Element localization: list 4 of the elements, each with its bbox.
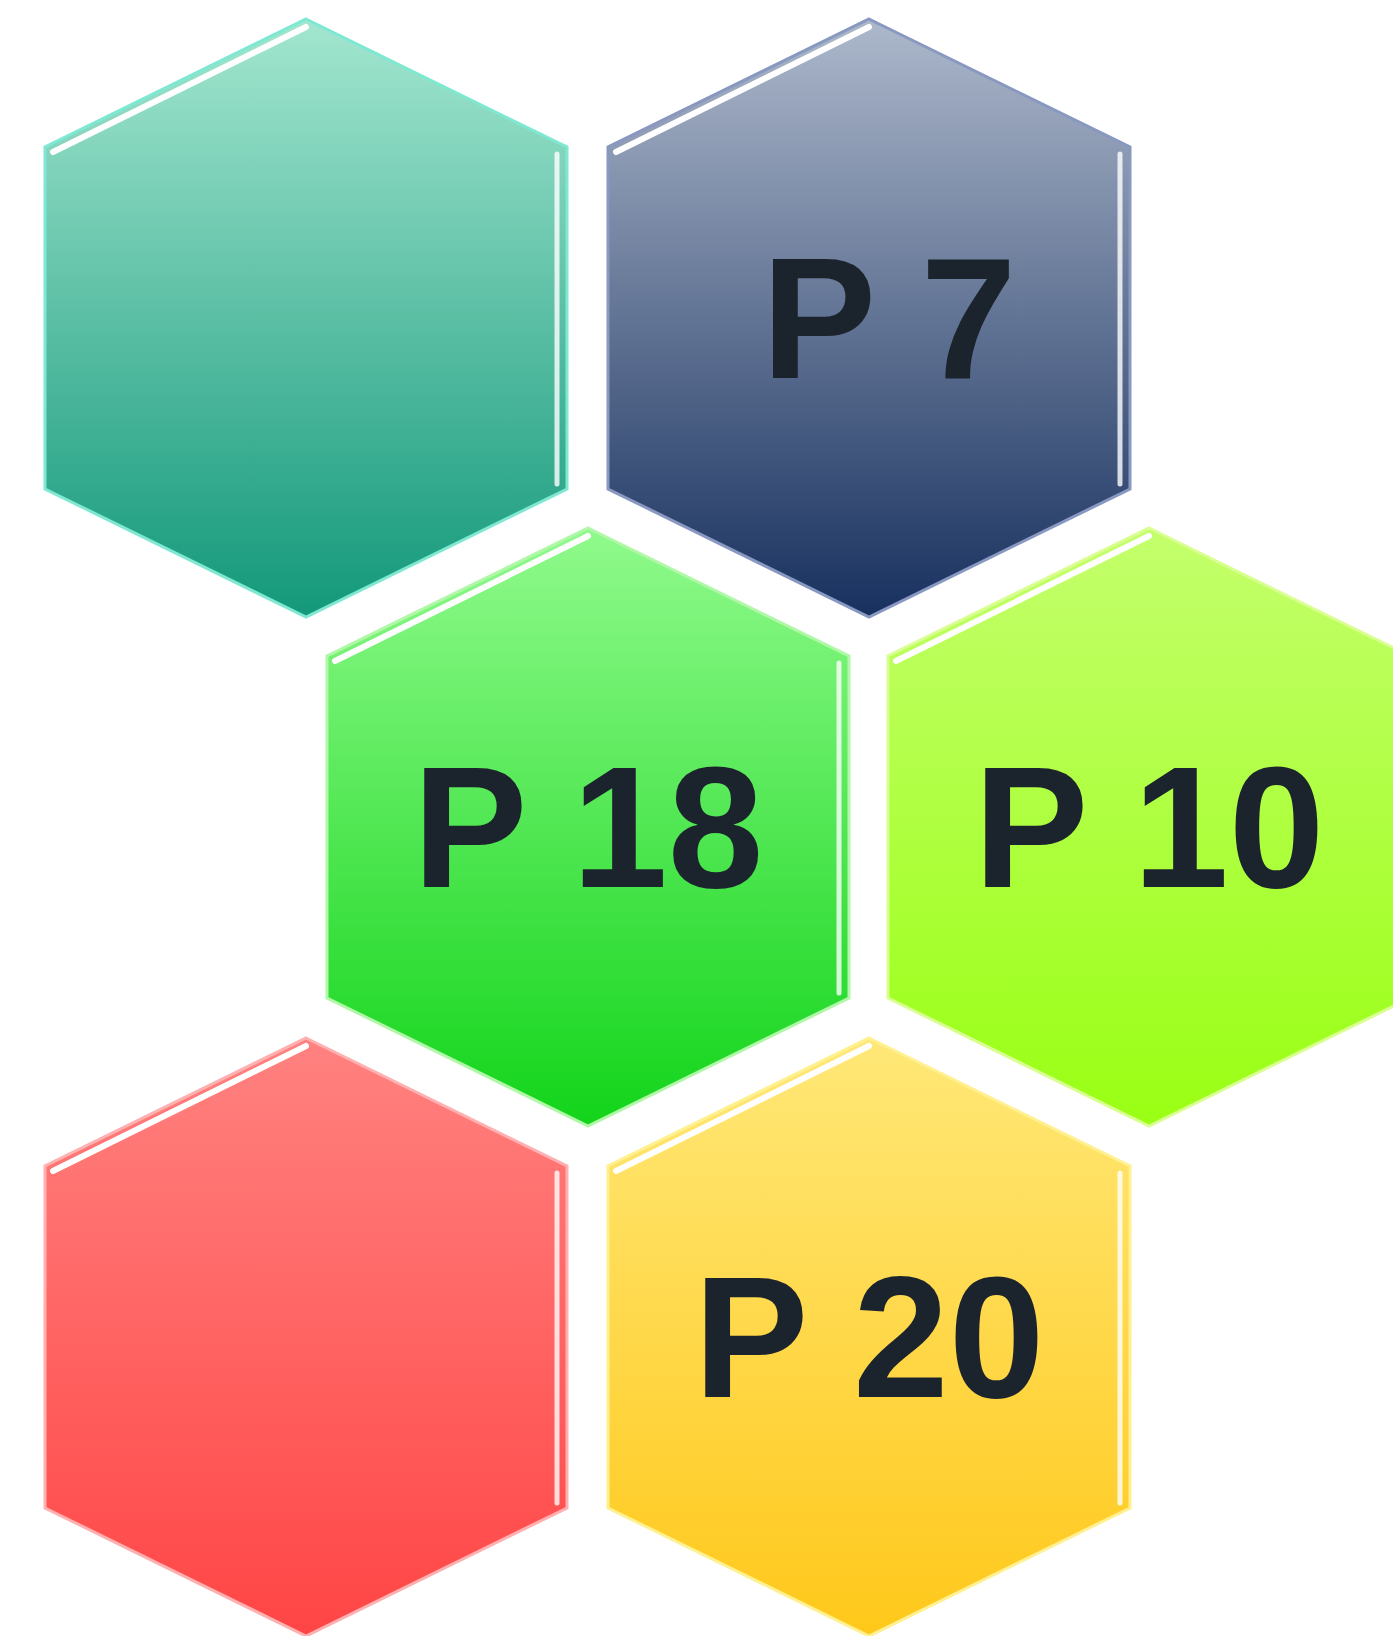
- tile-label: P 20: [692, 1251, 1046, 1423]
- tile-label: P 18: [411, 741, 765, 913]
- tile-label: P 7: [760, 232, 1018, 404]
- tile-label: P 10: [972, 741, 1326, 913]
